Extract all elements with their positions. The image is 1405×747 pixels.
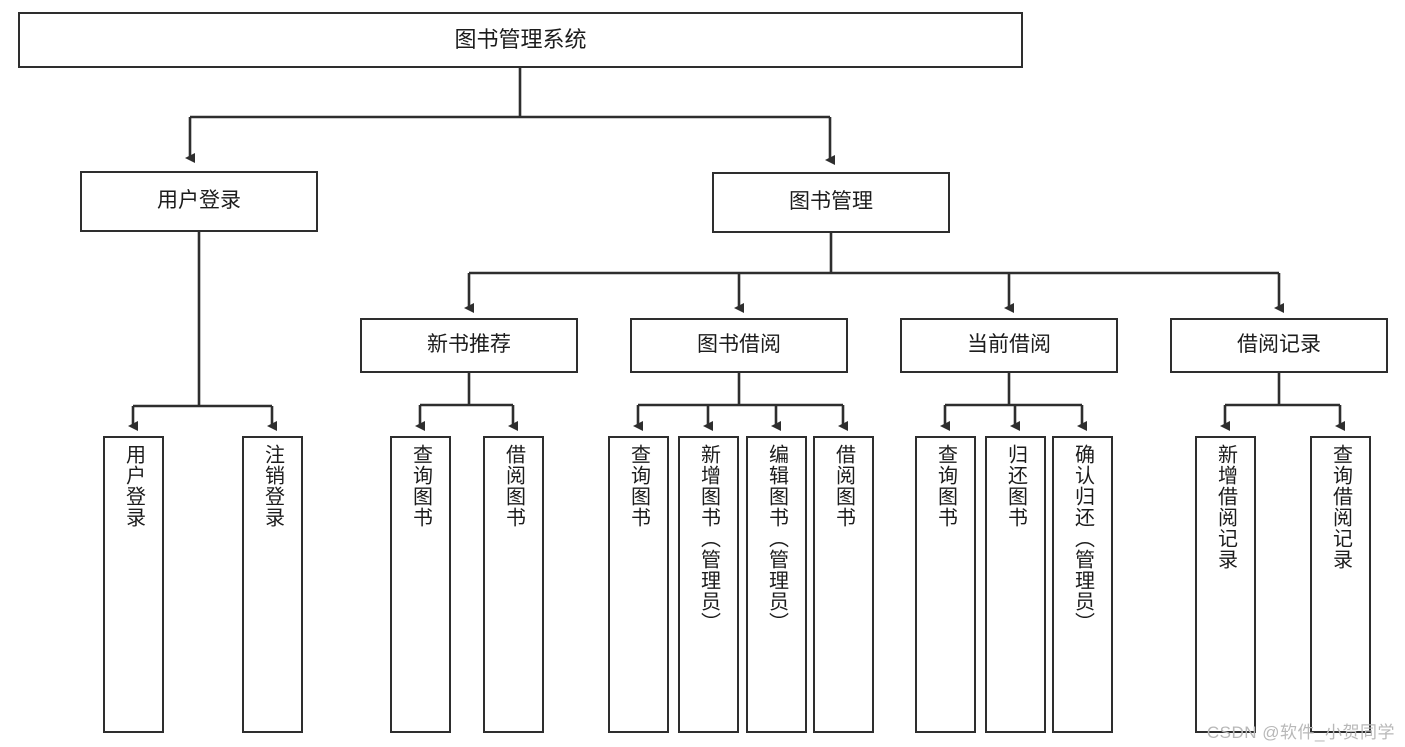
- node-leaf-logout[interactable]: 注销登录: [242, 436, 303, 733]
- node-label: 借阅图书: [832, 444, 855, 528]
- node-leaf-add-book-admin[interactable]: 新增图书（管理员）: [678, 436, 739, 733]
- node-label: 借阅图书: [502, 444, 525, 528]
- node-user-login[interactable]: 用户登录: [80, 171, 318, 232]
- node-label: 查询图书: [409, 444, 432, 528]
- node-book-management[interactable]: 图书管理: [712, 172, 950, 233]
- node-leaf-query-book-current[interactable]: 查询图书: [915, 436, 976, 733]
- node-label: 借阅记录: [1237, 333, 1321, 357]
- node-leaf-user-login[interactable]: 用户登录: [103, 436, 164, 733]
- node-leaf-query-borrow-record[interactable]: 查询借阅记录: [1310, 436, 1371, 733]
- node-label: 新增借阅记录: [1214, 444, 1237, 570]
- node-leaf-query-book-borrow[interactable]: 查询图书: [608, 436, 669, 733]
- node-label: 图书管理系统: [454, 27, 587, 53]
- node-label: 用户登录: [122, 444, 145, 528]
- node-leaf-query-book-newbook[interactable]: 查询图书: [390, 436, 451, 733]
- node-label: 注销登录: [261, 444, 284, 528]
- node-book-borrow[interactable]: 图书借阅: [630, 318, 848, 373]
- node-current-borrow[interactable]: 当前借阅: [900, 318, 1118, 373]
- node-label: 图书管理: [789, 190, 873, 214]
- node-new-book-recommend[interactable]: 新书推荐: [360, 318, 578, 373]
- node-root-library-system[interactable]: 图书管理系统: [18, 12, 1023, 68]
- node-label: 新增图书（管理员）: [697, 444, 720, 633]
- node-leaf-add-borrow-record[interactable]: 新增借阅记录: [1195, 436, 1256, 733]
- node-label: 查询借阅记录: [1329, 444, 1352, 570]
- node-label: 编辑图书（管理员）: [765, 444, 788, 633]
- node-label: 当前借阅: [967, 333, 1051, 357]
- node-label: 新书推荐: [427, 333, 511, 357]
- node-label: 用户登录: [157, 189, 241, 213]
- node-label: 图书借阅: [697, 333, 781, 357]
- node-label: 查询图书: [627, 444, 650, 528]
- node-label: 确认归还（管理员）: [1071, 444, 1094, 633]
- node-label: 归还图书: [1004, 444, 1027, 528]
- node-leaf-edit-book-admin[interactable]: 编辑图书（管理员）: [746, 436, 807, 733]
- node-label: 查询图书: [934, 444, 957, 528]
- node-borrow-records[interactable]: 借阅记录: [1170, 318, 1388, 373]
- watermark: CSDN @软件_小贺同学: [1206, 723, 1395, 742]
- node-leaf-confirm-return-admin[interactable]: 确认归还（管理员）: [1052, 436, 1113, 733]
- node-leaf-return-book[interactable]: 归还图书: [985, 436, 1046, 733]
- node-leaf-borrow-book[interactable]: 借阅图书: [813, 436, 874, 733]
- node-leaf-borrow-book-newbook[interactable]: 借阅图书: [483, 436, 544, 733]
